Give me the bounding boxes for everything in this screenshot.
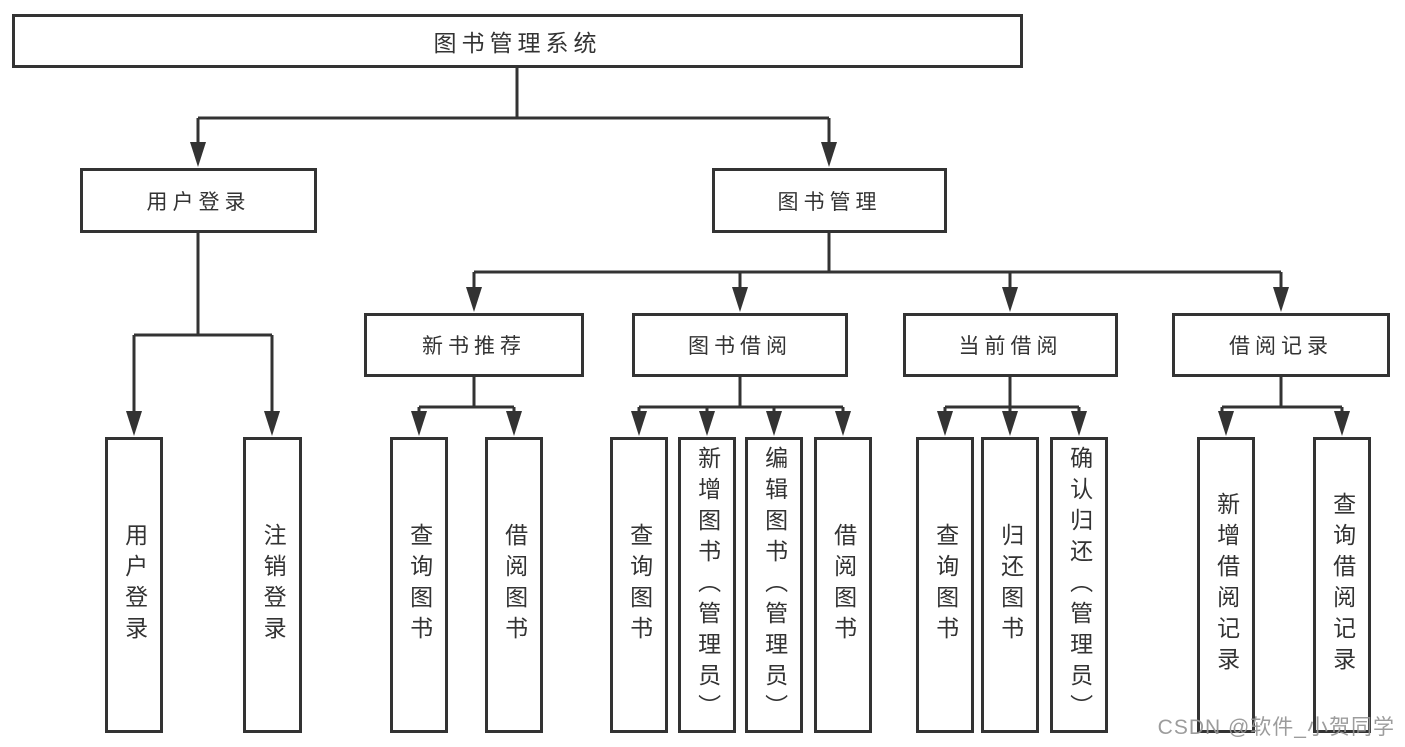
node-user-login-branch: 用户登录 [80,168,317,233]
leaf-add-books-admin: 新增图书（管理员） [678,437,736,733]
leaf-query-borrow-record: 查询借阅记录 [1313,437,1371,733]
leaf-return-books: 归还图书 [981,437,1039,733]
node-current-borrowing: 当前借阅 [903,313,1118,377]
leaf-borrow-books-recommend: 借阅图书 [485,437,543,733]
leaf-edit-books-admin: 编辑图书（管理员） [745,437,803,733]
leaf-user-login: 用户登录 [105,437,163,733]
csdn-watermark: CSDN @软件_小贺同学 [1157,716,1395,739]
leaf-query-books-borrowing: 查询图书 [610,437,668,733]
node-borrowing-records: 借阅记录 [1172,313,1390,377]
node-root-system: 图书管理系统 [12,14,1023,68]
arrowhead-icons [126,142,1350,436]
node-new-book-recommend: 新书推荐 [364,313,584,377]
leaf-logout: 注销登录 [243,437,302,733]
leaf-add-borrow-record: 新增借阅记录 [1197,437,1255,733]
leaf-borrow-books: 借阅图书 [814,437,872,733]
leaf-confirm-return-admin: 确认归还（管理员） [1050,437,1108,733]
leaf-query-books-recommend: 查询图书 [390,437,448,733]
node-book-management-branch: 图书管理 [712,168,947,233]
leaf-query-books-current: 查询图书 [916,437,974,733]
node-book-borrowing: 图书借阅 [632,313,848,377]
